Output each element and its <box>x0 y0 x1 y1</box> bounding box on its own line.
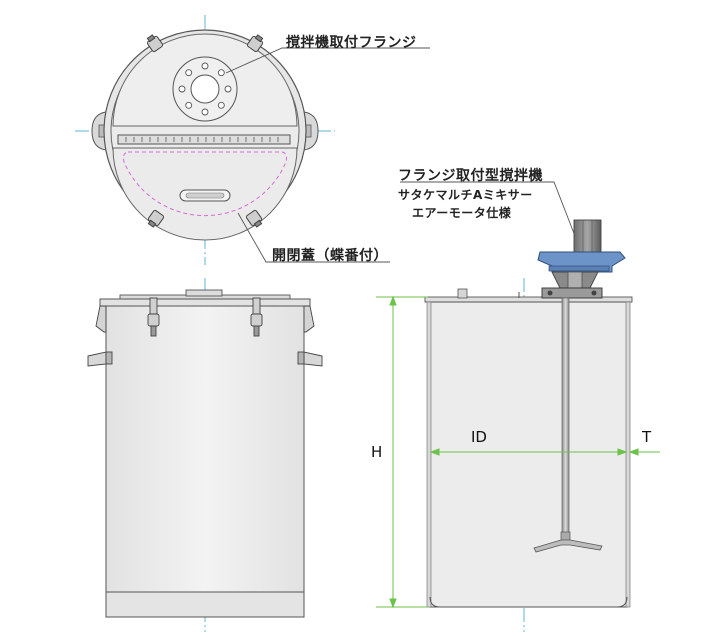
mixer-mounting-flange <box>172 56 238 122</box>
air-motor <box>573 219 602 256</box>
mixer-shaft <box>561 297 570 537</box>
flange-callout-label: 撹拌機取付フランジ <box>286 35 417 51</box>
mixer-callout-title: フランジ取付型撹拌機 <box>398 168 543 184</box>
mixer-callout-line2: エアーモータ仕様 <box>412 206 512 220</box>
hinge-teeth <box>125 137 279 142</box>
dimension-inner-diameter <box>429 448 628 456</box>
lid-opening-dashed <box>123 151 287 217</box>
mixer-impeller <box>533 539 603 553</box>
flange-callout-leader <box>225 47 430 74</box>
dimension-height-label: H <box>371 443 383 461</box>
flange-mounted-mixer <box>533 219 626 553</box>
front-tank-body <box>105 305 305 593</box>
top-view <box>75 15 430 265</box>
dimension-inner-diameter-label: ID <box>471 428 487 446</box>
lid-callout-label: 開閉蓋（蝶番付） <box>272 248 388 264</box>
lid-clamps <box>146 34 264 228</box>
section-tank-body <box>429 301 628 608</box>
front-view <box>87 278 323 632</box>
front-side-handles <box>87 351 323 367</box>
front-tank-bottom <box>105 591 305 618</box>
dimension-thickness-label: T <box>642 428 652 446</box>
lid-callout-leader <box>237 212 390 263</box>
dimension-height <box>376 295 428 609</box>
mixer-callout-line1: サタケマルチAミキサー <box>398 188 533 202</box>
section-view <box>376 181 660 632</box>
dimension-thickness <box>628 448 660 456</box>
hinge-bar <box>117 134 291 145</box>
mixer-callout-leader <box>400 181 576 237</box>
